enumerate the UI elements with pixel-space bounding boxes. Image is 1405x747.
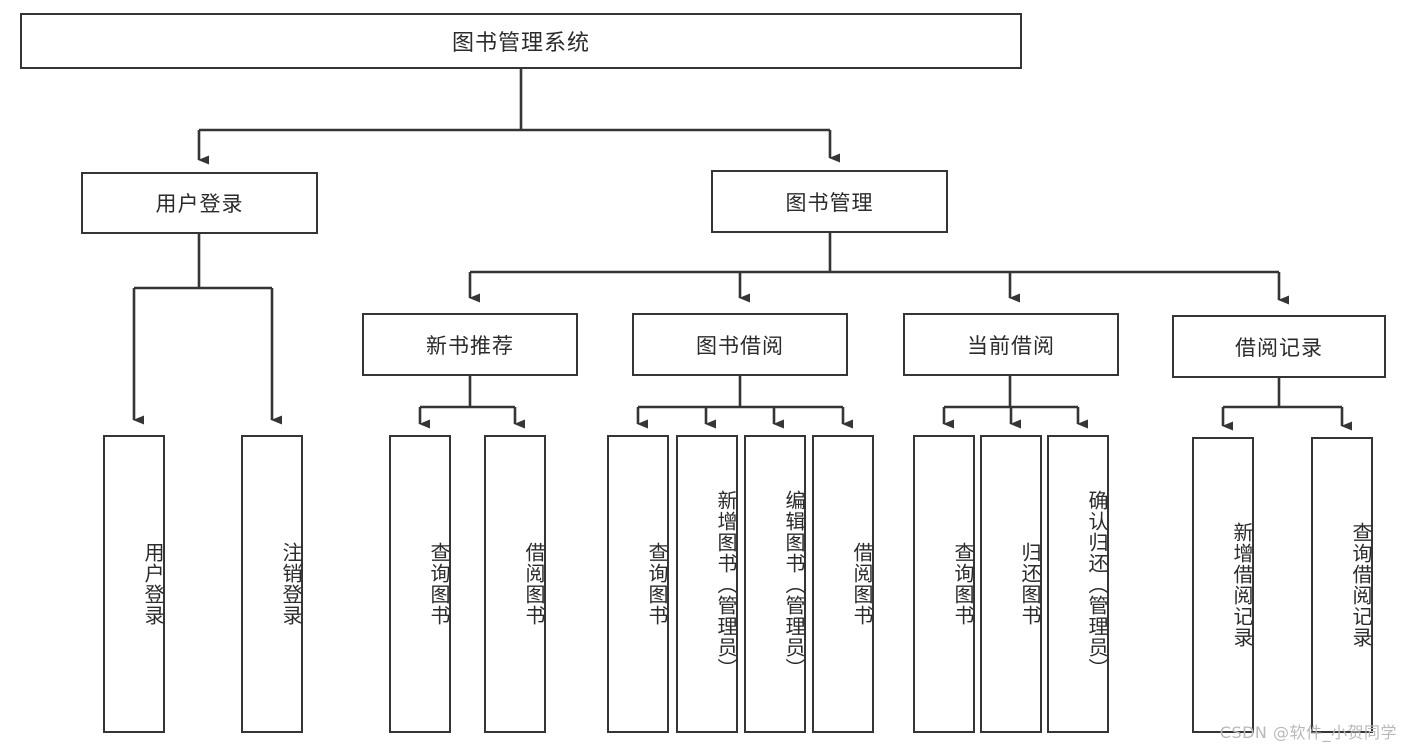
node-label: 图书借阅 <box>696 333 784 358</box>
node-label: 新书推荐 <box>426 333 514 358</box>
node-leaf-record-add[interactable]: 新增借阅记录 <box>1192 437 1254 733</box>
node-label: 当前借阅 <box>967 333 1055 358</box>
node-label: 新增借阅记录 <box>1230 522 1254 648</box>
node-leaf-current-confirm[interactable]: 确认归还（管理员） <box>1047 435 1109 733</box>
node-leaf-borrow-query[interactable]: 查询图书 <box>607 435 669 733</box>
node-leaf-current-query[interactable]: 查询图书 <box>913 435 975 733</box>
node-root[interactable]: 图书管理系统 <box>20 13 1022 69</box>
node-label: 借阅记录 <box>1235 335 1323 360</box>
node-label: 图书管理 <box>785 190 874 215</box>
node-label: 查询图书 <box>951 542 975 626</box>
node-leaf-current-return[interactable]: 归还图书 <box>980 435 1042 733</box>
node-label: 用户登录 <box>141 542 165 626</box>
node-label: 查询图书 <box>427 542 451 626</box>
node-label: 借阅图书 <box>850 542 874 626</box>
node-leaf-user-login[interactable]: 用户登录 <box>103 435 165 733</box>
node-label: 归还图书 <box>1018 542 1042 626</box>
watermark: CSDN @软件_小贺同学 <box>1219 723 1397 742</box>
node-current-borrow[interactable]: 当前借阅 <box>903 313 1119 376</box>
node-leaf-user-logout[interactable]: 注销登录 <box>241 435 303 733</box>
node-leaf-borrow-borrow[interactable]: 借阅图书 <box>812 435 874 733</box>
node-book-management[interactable]: 图书管理 <box>711 170 948 233</box>
node-label: 借阅图书 <box>522 542 546 626</box>
node-leaf-newbook-query[interactable]: 查询图书 <box>389 435 451 733</box>
node-label: 注销登录 <box>279 542 303 626</box>
node-leaf-newbook-borrow[interactable]: 借阅图书 <box>484 435 546 733</box>
node-label: 查询借阅记录 <box>1349 522 1373 648</box>
node-label: 编辑图书（管理员） <box>782 489 806 679</box>
node-new-book-recommend[interactable]: 新书推荐 <box>362 313 578 376</box>
node-user-login[interactable]: 用户登录 <box>81 172 318 234</box>
node-borrow-record[interactable]: 借阅记录 <box>1172 315 1386 378</box>
node-label: 确认归还（管理员） <box>1085 489 1109 679</box>
node-label: 用户登录 <box>155 192 244 216</box>
node-leaf-borrow-add[interactable]: 新增图书（管理员） <box>676 435 738 733</box>
node-label: 新增图书（管理员） <box>714 489 738 679</box>
node-label: 查询图书 <box>645 542 669 626</box>
node-leaf-borrow-edit[interactable]: 编辑图书（管理员） <box>744 435 806 733</box>
node-label: 图书管理系统 <box>451 31 590 56</box>
node-leaf-record-query[interactable]: 查询借阅记录 <box>1311 437 1373 733</box>
node-book-borrow[interactable]: 图书借阅 <box>632 313 848 376</box>
